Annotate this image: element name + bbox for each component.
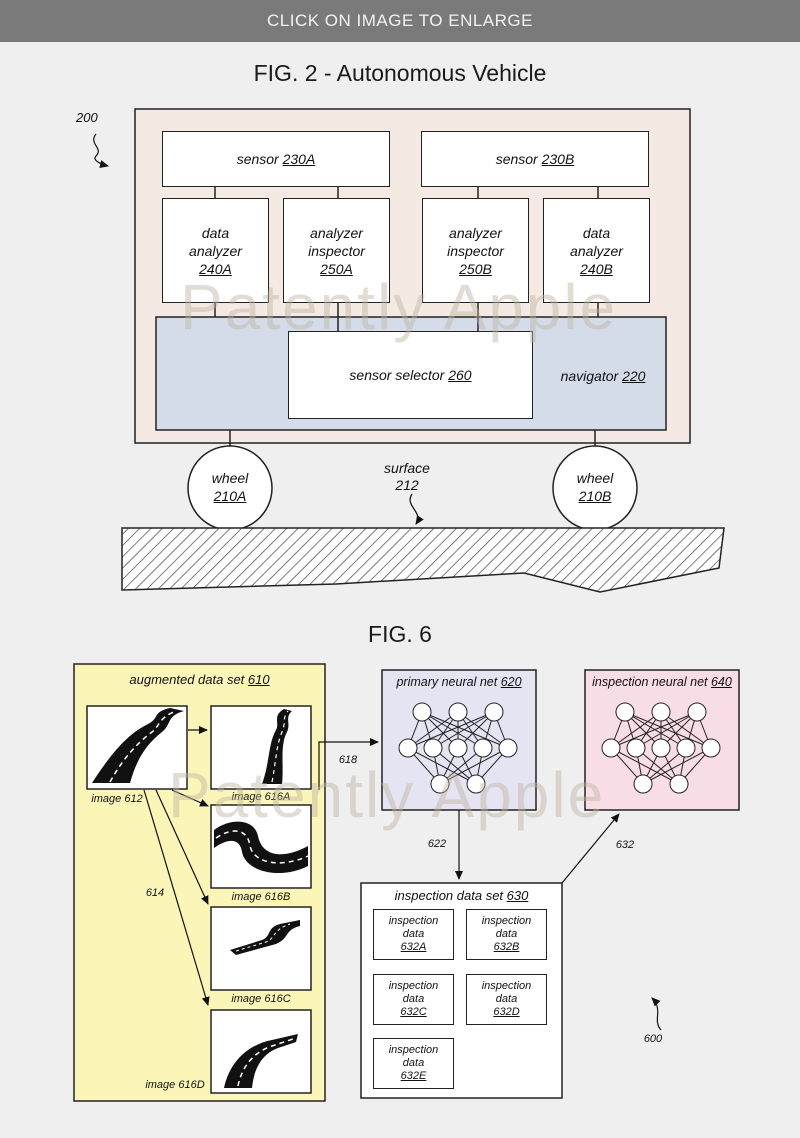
road-image-616c [230, 920, 300, 955]
net-node [676, 738, 696, 758]
net-edge [635, 711, 698, 749]
net-node [633, 774, 653, 794]
net-node [448, 738, 468, 758]
inspection-data-set-630-label: inspection data set 630 [394, 888, 529, 903]
fig6-ref-label: 600 [643, 1033, 663, 1045]
fig2-ref-label: 200 [76, 110, 98, 125]
net-node [484, 702, 504, 722]
net-node [601, 738, 621, 758]
net-node [473, 738, 493, 758]
net-edge [642, 747, 712, 785]
navigator-220-label: navigator 220 [560, 368, 646, 384]
arrow-614-label: 614 [145, 887, 165, 899]
inspection-neural-net-graph [601, 702, 721, 794]
enlarge-image-button[interactable]: CLICK ON IMAGE TO ENLARGE [0, 0, 800, 42]
augmented-data-set-610-label: augmented data set 610 [129, 672, 270, 687]
net-edge [610, 711, 698, 749]
fig6-title: FIG. 6 [368, 621, 432, 647]
image-616b-label: image 616B [231, 891, 291, 903]
image-612-label: image 612 [91, 793, 143, 805]
net-edge [439, 747, 509, 785]
net-node [398, 738, 418, 758]
net-node [687, 702, 707, 722]
net-edge [610, 747, 680, 785]
net-edge [407, 711, 459, 749]
sensor-230b-box: sensor 230B [421, 131, 649, 187]
arrow-618-label: 618 [338, 754, 358, 766]
net-edge [660, 711, 712, 749]
net-edge [457, 711, 509, 749]
net-edge [624, 711, 712, 749]
net-node [669, 774, 689, 794]
sensor-230a-box: sensor 230A [162, 131, 390, 187]
net-edge [407, 711, 495, 749]
net-node [651, 738, 671, 758]
net-node [466, 774, 486, 794]
road-image-616b [214, 821, 309, 874]
road-image-616a [262, 709, 292, 784]
net-edge [432, 711, 495, 749]
net-node [615, 702, 635, 722]
image-616d-label: image 616D [145, 1079, 205, 1091]
road-image-612 [92, 708, 184, 783]
net-node [498, 738, 518, 758]
ref-200-arrow [93, 133, 109, 168]
image-616c-label: image 616C [231, 993, 291, 1005]
road-image-616d [224, 1034, 298, 1088]
surface-arrow [409, 493, 424, 525]
net-node [701, 738, 721, 758]
net-edge [421, 711, 484, 749]
net-edge [624, 711, 687, 749]
net-edge [610, 711, 662, 749]
ref-600-arrow [651, 997, 662, 1031]
sensor-selector-260-box: sensor selector 260 [288, 331, 533, 419]
primary-neural-net-graph [398, 702, 518, 794]
net-node [412, 702, 432, 722]
net-node [423, 738, 443, 758]
image-616a-label: image 616A [231, 791, 291, 803]
net-node [430, 774, 450, 794]
inspection-neural-net-640-label: inspection neural net 640 [592, 675, 732, 689]
arrow-632-label: 632 [615, 839, 635, 851]
net-node [651, 702, 671, 722]
primary-neural-net-620-label: primary neural net 620 [396, 675, 522, 689]
net-node [626, 738, 646, 758]
fig2-title: FIG. 2 - Autonomous Vehicle [253, 60, 547, 86]
arrow-622-label: 622 [427, 838, 447, 850]
surface-shape [121, 527, 725, 593]
net-edge [421, 711, 509, 749]
net-node [448, 702, 468, 722]
net-edge [407, 747, 477, 785]
